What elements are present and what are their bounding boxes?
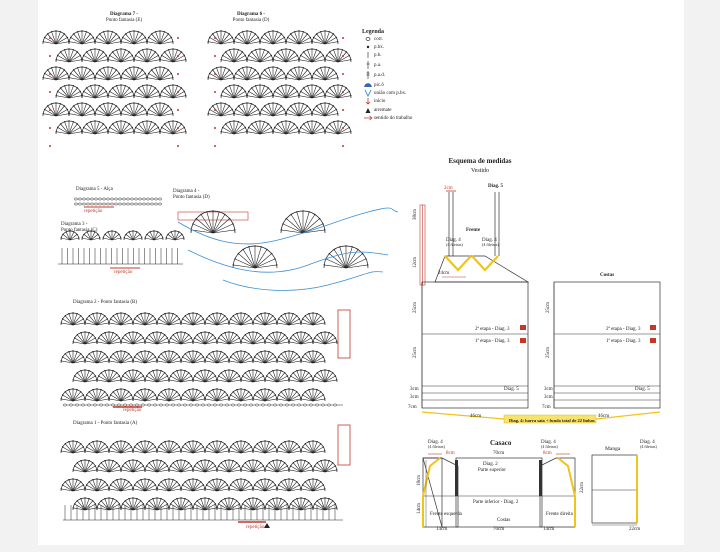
diagram-6-subtitle: Ponto fantasia (D) — [232, 18, 270, 23]
diag4-right-label: Diag. 4 — [482, 238, 497, 243]
schema-title: Esquema de medidas — [448, 157, 512, 165]
repeat-label-d5: repetição — [84, 209, 103, 214]
casaco-18cm: 18cm — [417, 474, 423, 487]
diagram-1-title: Diagrama 1 - Ponto fantasia (A) — [73, 421, 138, 426]
measure-38cm: 38cm — [413, 208, 419, 221]
diag5-label: Diag. 5 — [488, 184, 503, 189]
measure-24cm: 24cm — [438, 271, 450, 276]
diag4-left-sub: (4 fileiras) — [446, 242, 463, 247]
manga-22cm: 22cm — [629, 527, 641, 532]
legend-title: Legenda — [362, 29, 385, 35]
legend-item: p.a. — [374, 63, 382, 68]
diagram-4-title: Diagrama 4 - — [173, 189, 200, 194]
manga-title: Manga — [605, 446, 621, 452]
casaco-diag2-sup: Diag. 2 — [483, 462, 498, 467]
legend-item: pic.ô — [374, 83, 384, 88]
front-etapa-2: 2ª etapa - Diag. 3 — [475, 327, 510, 332]
casaco-costas: Costas — [497, 518, 511, 523]
diagram-3-title: Diagrama 3 - — [61, 222, 88, 227]
diag4-right-sub: (4 fileiras) — [482, 242, 499, 247]
measure-3cm-c: 3cm — [544, 387, 553, 392]
casaco-frente-dir: Frente direita — [546, 512, 573, 517]
diagram-4-subtitle: Ponto fantasia (D) — [173, 195, 210, 200]
casaco-diag4-left-sub: (4 fileiras) — [428, 444, 445, 449]
measure-25cm-back-top: 25cm — [546, 301, 552, 314]
legend-item: p.b. — [374, 53, 382, 58]
measure-46cm-front: 46cm — [470, 414, 482, 419]
repeat-label-d3: repetição — [114, 270, 133, 275]
measure-25cm-front-top: 25cm — [413, 301, 419, 314]
casaco-frente-esq: Frente esquerda — [430, 512, 462, 517]
diag1-row-1: Diag. 5 — [504, 387, 519, 392]
measure-3cm-a: 3cm — [410, 387, 419, 392]
costas-label: Costas — [600, 273, 615, 278]
back-etapa-2: 2ª etapa - Diag. 3 — [606, 327, 641, 332]
measure-12cm: 12cm — [413, 256, 419, 269]
diag1-row-2: Diag. 5 — [635, 387, 650, 392]
back-etapa-1: 1ª etapa - Diag. 3 — [606, 339, 641, 344]
casaco-diag4-right: Diag. 4 — [541, 440, 556, 445]
diag4-left-label: Diag. 4 — [446, 238, 461, 243]
repeat-label-d2: repetição — [123, 408, 142, 413]
repeat-label-d1: repetição — [246, 525, 265, 530]
measure-3cm-d: 3cm — [544, 395, 553, 400]
casaco-14cm-side: 14cm — [417, 502, 423, 515]
measure-25cm-back-bottom: 25cm — [546, 346, 552, 359]
manga-diag4: Diag. 4 — [640, 440, 655, 445]
frente-label: Frente — [466, 228, 481, 233]
schema-subtitle: Vestido — [471, 168, 489, 174]
measure-25cm-front-bottom: 25cm — [413, 346, 419, 359]
measure-7cm-b: 7cm — [542, 405, 551, 410]
document-page: Diagrama 7 - Ponto fantasia (E) Diagrama… — [38, 0, 684, 545]
casaco-parte-superior: Parte superior — [478, 468, 506, 473]
legend-item: início — [374, 99, 386, 104]
casaco-14cm-left: 14cm — [436, 527, 448, 532]
casaco-70cm-bottom: 70cm — [493, 527, 505, 532]
casaco-parte-inferior: Parte inferior - Diag. 2 — [473, 500, 519, 505]
measure-3cm-b: 3cm — [410, 395, 419, 400]
front-etapa-1: 1ª etapa - Diag. 3 — [475, 339, 510, 344]
diagram-6-title: Diagrama 6 - — [236, 12, 266, 17]
casaco-70cm-top: 70cm — [493, 451, 505, 456]
casaco-title: Casaco — [490, 439, 512, 447]
crochet-charts — [42, 30, 661, 528]
casaco-8cm-left: 8cm — [446, 451, 455, 456]
legend-item: sentido do trabalho — [374, 116, 413, 121]
manga-diag4-sub: (4 fileiras) — [640, 444, 657, 449]
casaco-8cm-right: 8cm — [543, 451, 552, 456]
diag-footer-note: Diag. 4: barra saia + fundo total de 22 … — [509, 418, 595, 423]
measure-7cm: 7cm — [408, 405, 417, 410]
legend-item: arremate — [374, 108, 392, 113]
legend-item: corr. — [374, 37, 384, 42]
diagram-2-title: Diagrama 2 - Ponto fantasia (B) — [73, 300, 138, 305]
legend-item: p.a.d. — [374, 73, 385, 78]
measure-2cm: 2cm — [444, 186, 453, 191]
diagram-3-subtitle: Ponto fantasia (C) — [61, 228, 98, 233]
diagram-5-title: Diagrama 5 - Alça — [76, 187, 113, 192]
diagram-7-subtitle: Ponto fantasia (E) — [105, 18, 143, 23]
measure-46cm-back: 46cm — [598, 414, 610, 419]
manga-22cm-side: 22cm — [580, 481, 586, 494]
legend-item: união com p.bx. — [374, 91, 407, 96]
casaco-14cm-right: 14cm — [543, 527, 555, 532]
casaco-diag4-right-sub: (4 fileiras) — [541, 444, 558, 449]
legend-item: p.bx. — [374, 45, 384, 50]
casaco-diag4-left: Diag. 4 — [428, 440, 443, 445]
diagram-7-title: Diagrama 7 - — [109, 12, 139, 17]
